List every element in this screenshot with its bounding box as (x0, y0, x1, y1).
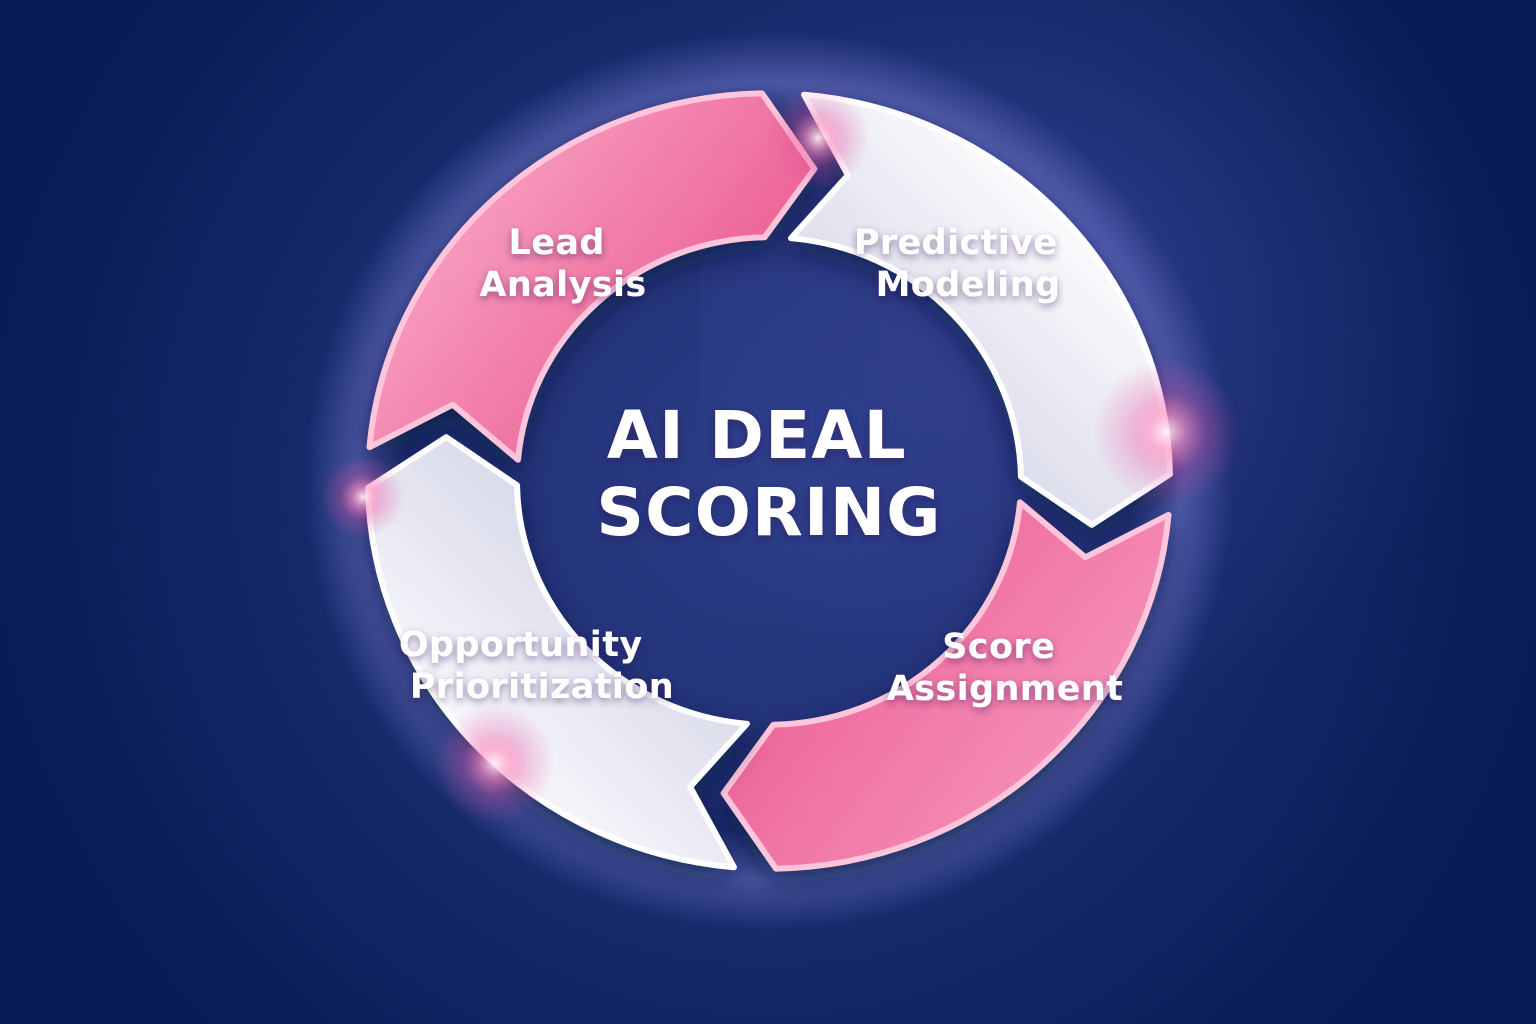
glow-flare-bottom-left (435, 703, 555, 823)
center-title: AI DEAL SCORING (596, 397, 941, 551)
label-lead-analysis-line2: Analysis (479, 265, 646, 305)
center-title-line2: SCORING (596, 474, 941, 551)
label-opportunity-prioritization-line1: Opportunity (399, 625, 643, 665)
glow-flare-left (321, 455, 405, 539)
label-score-assignment-line2: Assignment (887, 669, 1124, 709)
label-opportunity-prioritization: Opportunity Prioritization (399, 625, 674, 707)
label-score-assignment-line1: Score (942, 627, 1055, 667)
glow-flare-right (1092, 358, 1240, 506)
label-lead-analysis-line1: Lead (509, 223, 605, 263)
segment-score-assignment-arrow (720, 499, 1172, 872)
label-lead-analysis: Lead Analysis (479, 223, 646, 305)
label-predictive-modeling-line1: Predictive (854, 223, 1058, 263)
label-score-assignment: Score Assignment (887, 627, 1124, 709)
label-predictive-modeling: Predictive Modeling (854, 223, 1070, 305)
glow-flare-top (766, 86, 870, 190)
label-opportunity-prioritization-line2: Prioritization (410, 667, 674, 707)
label-predictive-modeling-line2: Modeling (876, 265, 1061, 305)
segment-lead-analysis-arrow (366, 90, 818, 463)
center-title-line1: AI DEAL (607, 397, 907, 474)
